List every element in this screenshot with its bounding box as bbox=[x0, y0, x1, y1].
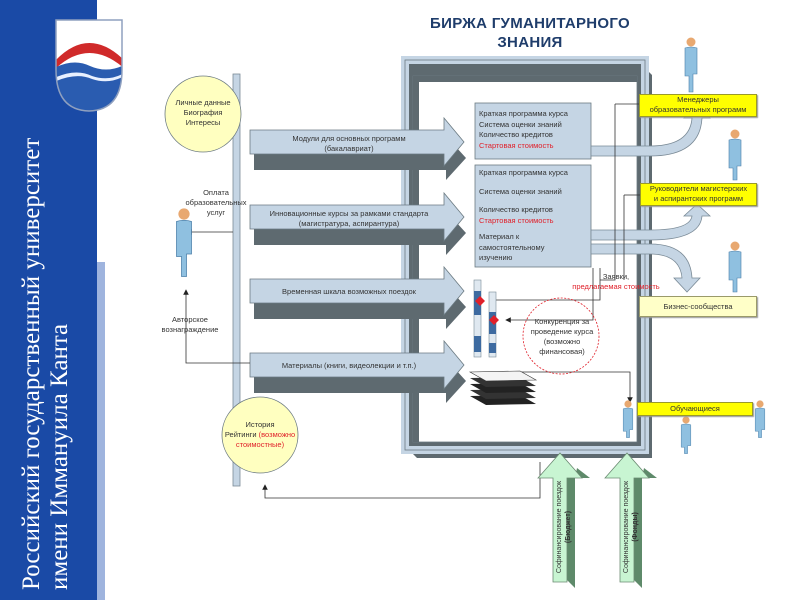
competition-line2: проведение курса bbox=[530, 327, 594, 336]
ratings-line: Рейтинги (возможно bbox=[222, 430, 298, 440]
self-study-line2: самостоятельному bbox=[479, 242, 545, 252]
course-box-1-text: Краткая программа курса Система оценки з… bbox=[479, 109, 568, 151]
managers-line1: Менеджеры bbox=[677, 95, 719, 104]
input-arrow-2 bbox=[249, 191, 466, 255]
funding-arrow-funds bbox=[604, 452, 657, 588]
competition-text: Конкуренция за проведение курса (возможн… bbox=[526, 317, 598, 357]
credits-line: Количество кредитов bbox=[479, 205, 553, 214]
input-arrow-3 bbox=[249, 265, 466, 329]
person-icon-student-2 bbox=[680, 416, 692, 454]
funding-funds-text: Софинансирование поездок (Фонды) bbox=[622, 472, 640, 582]
self-study-line3: изучению bbox=[479, 253, 513, 262]
connector-lines bbox=[183, 103, 640, 499]
payment-line1: Оплата bbox=[203, 188, 229, 197]
history-text: История Рейтинги (возможно стоимостные) bbox=[222, 420, 298, 450]
arrow-4-label: Материалы (книги, видеолекции и т.п.) bbox=[256, 361, 442, 371]
course-box-2-text: Краткая программа курса Система оценки з… bbox=[479, 168, 568, 264]
course-program-line: Краткая программа курса bbox=[479, 168, 568, 177]
program-heads-line2: и аспирантских программ bbox=[653, 194, 744, 203]
flow-band-managers bbox=[590, 103, 711, 157]
program-heads-line1: Руководители магистерских bbox=[649, 184, 748, 193]
bids-label: Заявки, предлагаемая стоимость bbox=[556, 272, 676, 292]
credits-line: Количество кредитов bbox=[479, 130, 553, 139]
start-price-line: Стартовая стоимость bbox=[479, 140, 554, 150]
input-arrow-1 bbox=[249, 116, 466, 180]
title-line2: ЗНАНИЯ bbox=[497, 34, 563, 51]
bids-line2: предлагаемая стоимость bbox=[572, 282, 660, 291]
slide-title: БИРЖА ГУМАНИТАРНОГО ЗНАНИЯ bbox=[390, 14, 670, 52]
arrow-1-line1: Модули для основных программ bbox=[292, 134, 406, 143]
funding-arrow-budget bbox=[537, 452, 590, 588]
payment-label: Оплата образовательных услуг bbox=[176, 188, 256, 218]
assessment-line: Система оценки знаний bbox=[479, 186, 562, 196]
managers-line2: образовательных программ bbox=[649, 105, 747, 114]
flow-band-program-heads bbox=[590, 203, 712, 241]
funding-funds-line2: (Фонды) bbox=[632, 512, 639, 542]
personal-data-text: Личные данные Биография Интересы bbox=[170, 98, 236, 128]
left-vertical-bar bbox=[232, 73, 241, 487]
funding-budget-line1: Софинансирование поездок bbox=[556, 480, 563, 574]
self-study-line1: Материал к bbox=[479, 232, 520, 241]
flow-band-business bbox=[590, 243, 701, 293]
start-price-line: Стартовая стоимость bbox=[479, 215, 554, 225]
person-icon-business bbox=[728, 241, 742, 293]
author-reward-label: Авторское вознаграждение bbox=[150, 315, 230, 335]
materials-stack-icon bbox=[468, 370, 538, 405]
personal-data-circle bbox=[164, 75, 242, 153]
arrow-1-label: Модули для основных программ (бакалавриа… bbox=[256, 134, 442, 154]
payment-line3: услуг bbox=[206, 208, 226, 217]
bid-diamond-2 bbox=[489, 315, 499, 325]
personal-data-line: Личные данные bbox=[175, 98, 231, 107]
arrow-2-line1: Инновационные курсы за рамками стандарта bbox=[269, 209, 429, 218]
arrow-3-label: Временная шкала возможных поездок bbox=[256, 287, 442, 297]
arrow-4-line1: Материалы (книги, видеолекции и т.п.) bbox=[281, 361, 417, 370]
person-icon-student-1 bbox=[622, 400, 634, 438]
ratings-note-cont: стоимостные) bbox=[235, 440, 285, 449]
course-program-line: Краткая программа курса bbox=[479, 109, 568, 118]
person-icon-program-head bbox=[728, 129, 742, 181]
arrow-1-line2: (бакалавриат) bbox=[324, 144, 374, 153]
arrow-3-line1: Временная шкала возможных поездок bbox=[282, 287, 416, 296]
timeline-bars bbox=[473, 279, 499, 358]
bid-diamond-1 bbox=[475, 296, 485, 306]
title-line1: БИРЖА ГУМАНИТАРНОГО bbox=[430, 15, 630, 32]
ratings-label: Рейтинги bbox=[224, 430, 259, 439]
arrow-2-label: Инновационные курсы за рамками стандарта… bbox=[256, 209, 442, 229]
course-box-2 bbox=[474, 164, 592, 268]
audience-managers: Менеджеры образовательных программ bbox=[639, 94, 757, 117]
competition-circle bbox=[522, 297, 600, 375]
funding-budget-text: Софинансирование поездок (Бюджет) bbox=[555, 472, 573, 582]
biography-line: Биография bbox=[183, 108, 223, 117]
competition-line4: финансовая) bbox=[539, 347, 585, 356]
payment-line2: образовательных bbox=[185, 198, 247, 207]
author-reward-line1: Авторское bbox=[172, 315, 208, 324]
interests-line: Интересы bbox=[185, 118, 221, 127]
students-line: Обучающиеся bbox=[670, 404, 720, 413]
audience-program-heads: Руководители магистерских и аспирантских… bbox=[640, 183, 757, 206]
competition-line3: (возможно bbox=[543, 337, 581, 346]
ratings-note: (возможно bbox=[258, 430, 296, 439]
assessment-line: Система оценки знаний bbox=[479, 119, 562, 129]
person-icon-payer bbox=[176, 208, 192, 277]
audience-students: Обучающиеся bbox=[637, 402, 753, 416]
person-icon-student-3 bbox=[754, 400, 766, 438]
arrow-2-line2: (магистратура, аспирантура) bbox=[298, 219, 400, 228]
sidebar-accent-strip bbox=[97, 262, 105, 600]
history-circle bbox=[221, 396, 299, 474]
funding-budget-line2: (Бюджет) bbox=[565, 510, 572, 544]
competition-line1: Конкуренция за bbox=[534, 317, 590, 326]
history-line: История bbox=[245, 420, 275, 429]
input-arrow-4 bbox=[249, 339, 466, 403]
person-icon-manager bbox=[684, 37, 698, 93]
audience-business: Бизнес-сообщества bbox=[639, 296, 757, 317]
business-line: Бизнес-сообщества bbox=[663, 302, 733, 311]
course-box-1 bbox=[474, 102, 592, 160]
university-crest-icon bbox=[55, 19, 123, 112]
author-reward-line2: вознаграждение bbox=[161, 325, 219, 334]
bids-line1: Заявки, bbox=[602, 272, 630, 281]
funding-funds-line1: Софинансирование поездок bbox=[623, 480, 630, 574]
